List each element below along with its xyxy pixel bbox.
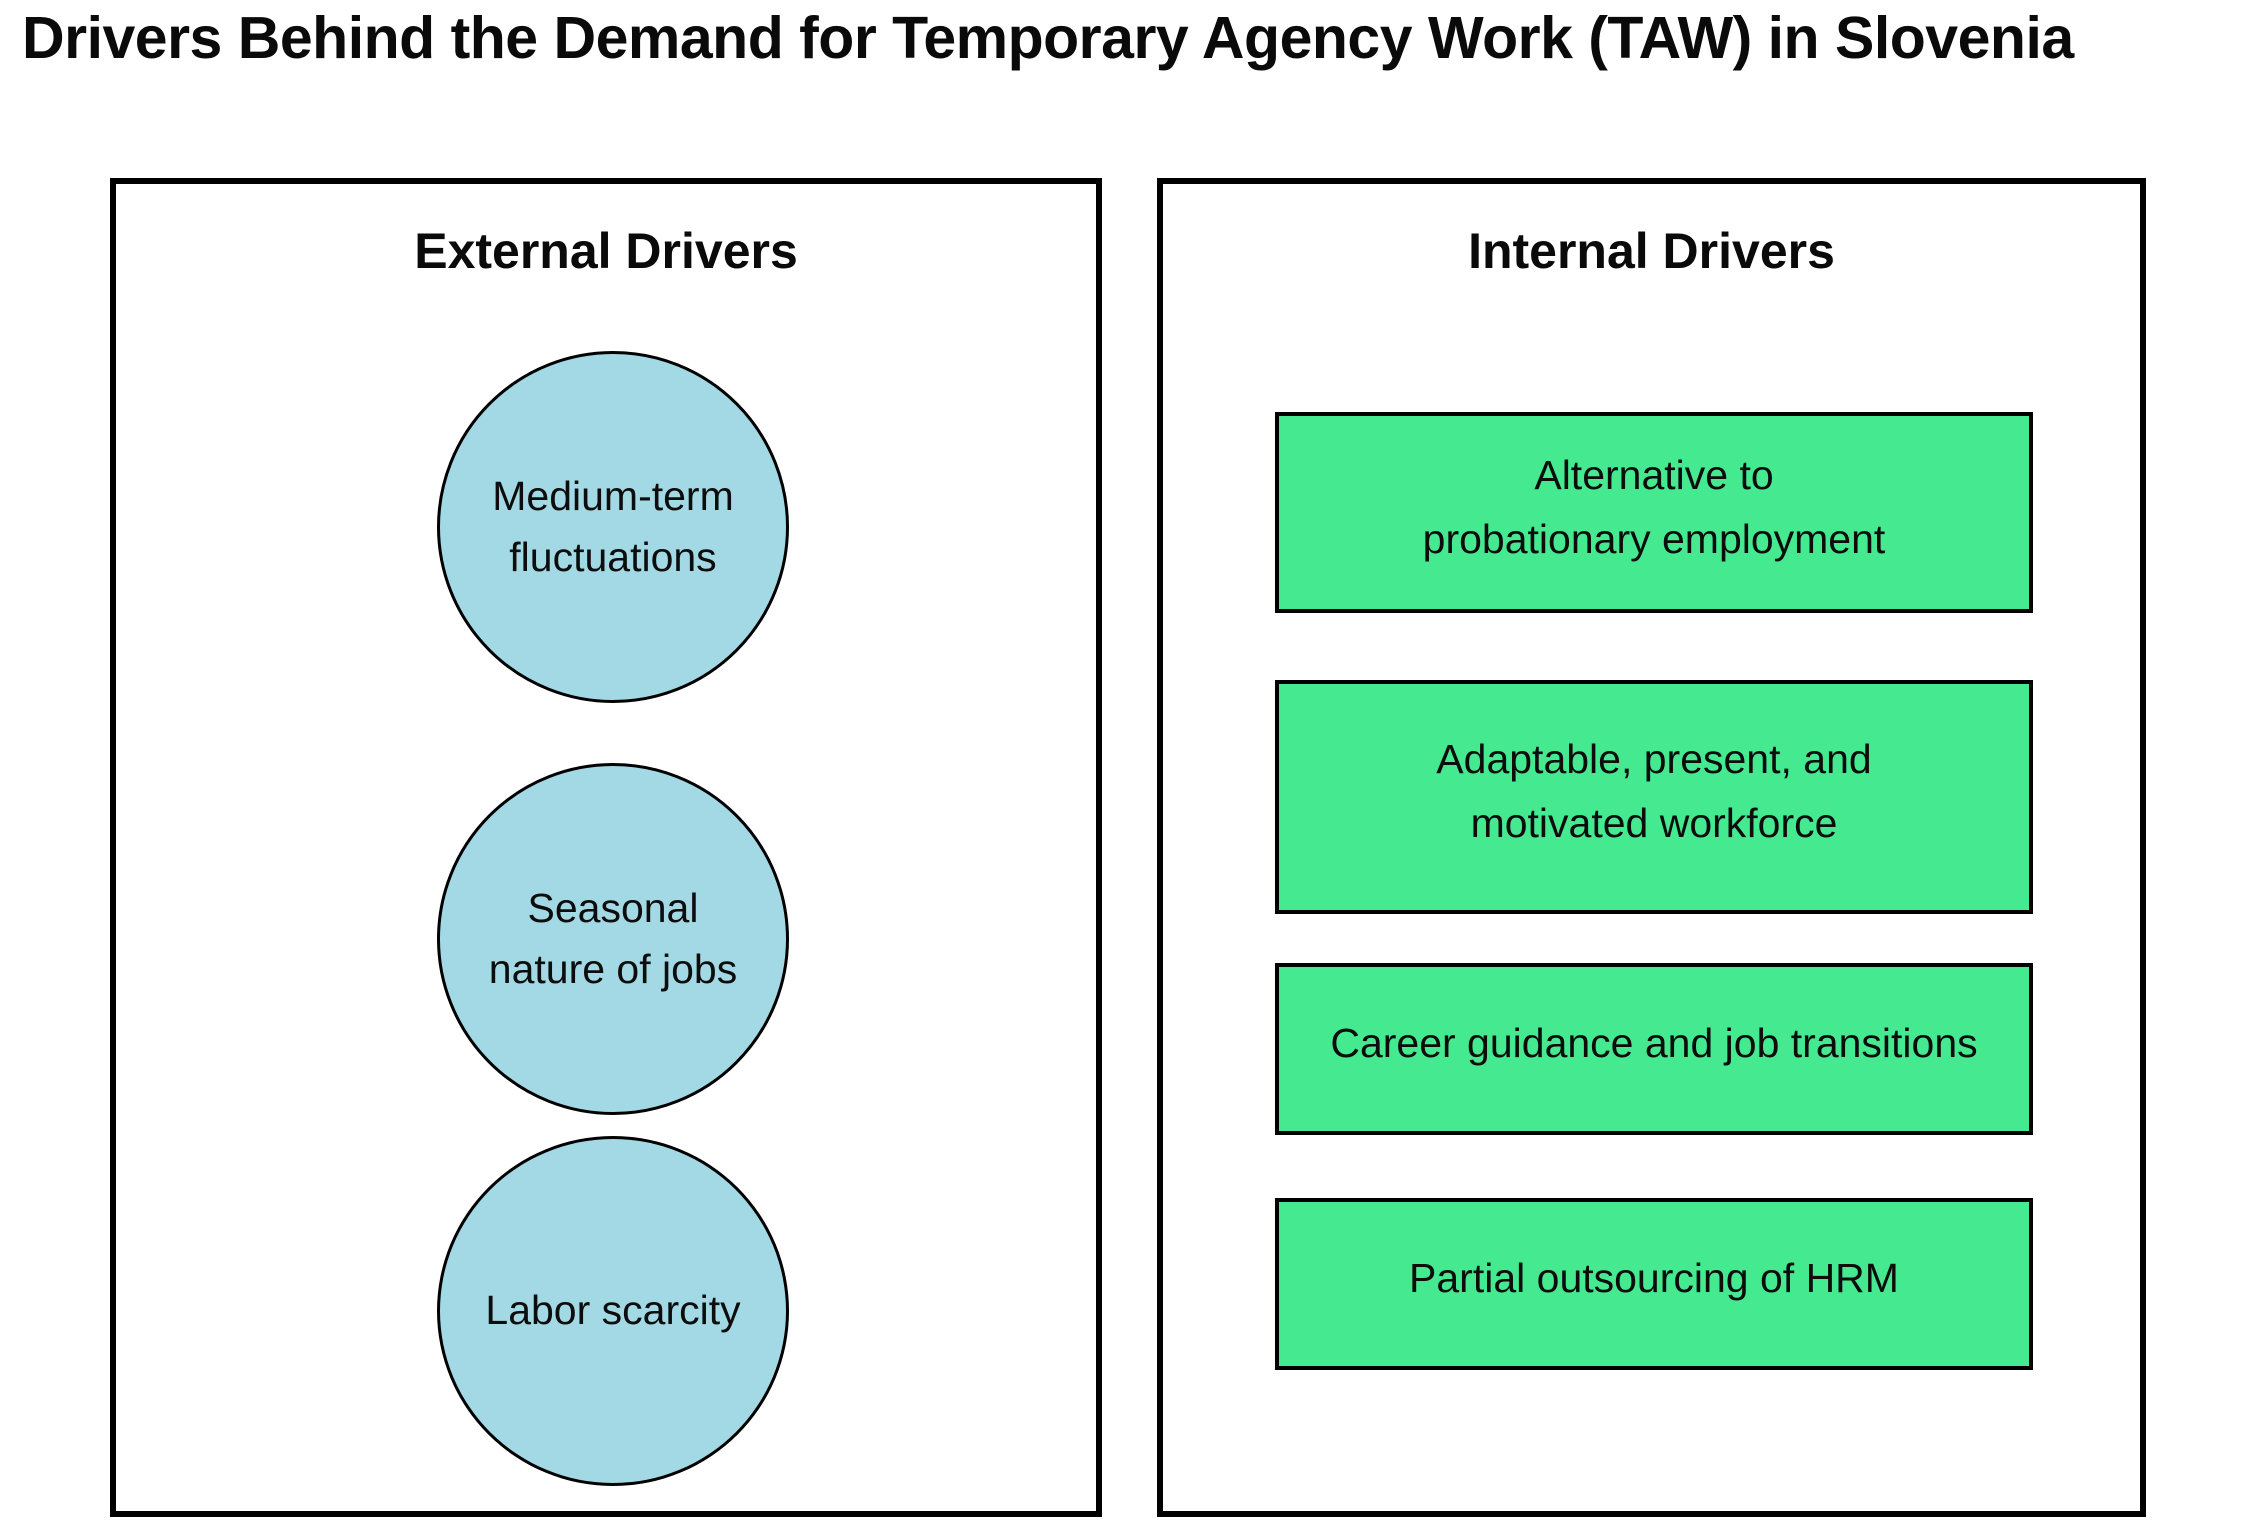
external-drivers-heading: External Drivers bbox=[414, 223, 798, 279]
external-driver-circle-labor-scarcity: Labor scarcity bbox=[437, 1136, 789, 1486]
internal-driver-box-alternative-to-probationary-employment: Alternative to probationary employment bbox=[1275, 412, 2033, 613]
internal-driver-box-career-guidance-and-job-transitions: Career guidance and job transitions bbox=[1275, 963, 2033, 1135]
diagram-title: Drivers Behind the Demand for Temporary … bbox=[22, 5, 2074, 71]
external-driver-circle-medium-term-fluctuations: Medium-term fluctuations bbox=[437, 351, 789, 703]
internal-drivers-panel: Internal Drivers Alternative to probatio… bbox=[1157, 178, 2146, 1517]
internal-driver-box-adaptable-present-motivated-workforce: Adaptable, present, and motivated workfo… bbox=[1275, 680, 2033, 914]
internal-drivers-heading: Internal Drivers bbox=[1468, 223, 1835, 279]
external-driver-circle-seasonal-nature-of-jobs: Seasonal nature of jobs bbox=[437, 763, 789, 1115]
external-drivers-panel: External Drivers Medium-term fluctuation… bbox=[110, 178, 1102, 1517]
internal-driver-box-partial-outsourcing-of-hrm: Partial outsourcing of HRM bbox=[1275, 1198, 2033, 1370]
